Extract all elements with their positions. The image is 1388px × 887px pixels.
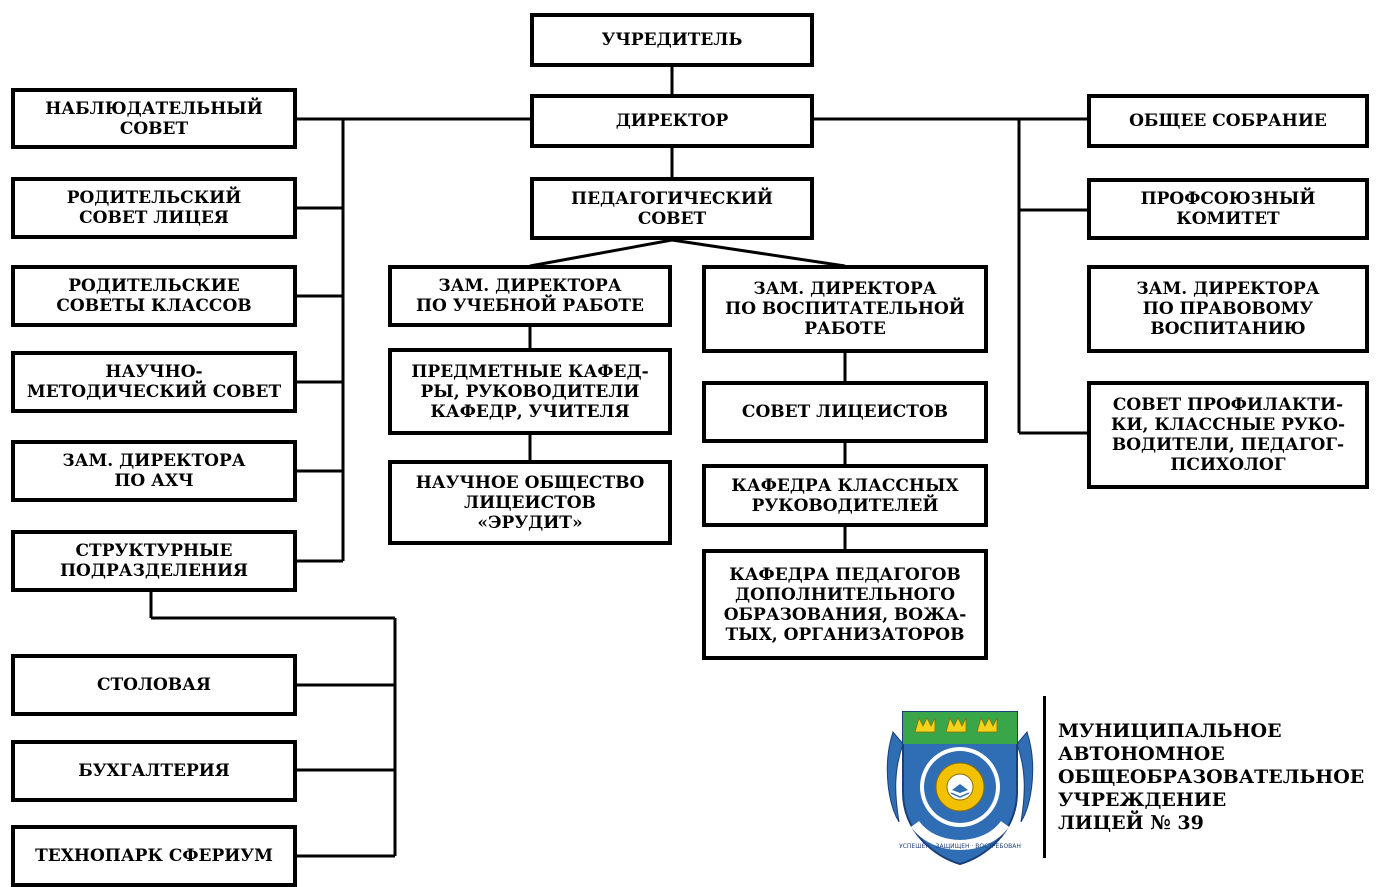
deputy-education-box: ЗАМ. ДИРЕКТОРА ПО УЧЕБНОЙ РАБОТЕ bbox=[388, 265, 672, 327]
director-box: ДИРЕКТОР bbox=[530, 94, 814, 148]
methodical-council-label: НАУЧНО- МЕТОДИЧЕСКИЙ СОВЕТ bbox=[26, 362, 282, 402]
founder-box: УЧРЕДИТЕЛЬ bbox=[530, 13, 814, 67]
subject-departments-box: ПРЕДМЕТНЫЕ КАФЕД- РЫ, РУКОВОДИТЕЛИ КАФЕД… bbox=[388, 348, 672, 435]
organization-name: МУНИЦИПАЛЬНОЕ АВТОНОМНОЕ ОБЩЕОБРАЗОВАТЕЛ… bbox=[1058, 720, 1365, 834]
ped-council-label: ПЕДАГОГИЧЕСКИЙ СОВЕТ bbox=[571, 188, 773, 229]
emblem-motto: УСПЕШЕН · ЗАЩИЩЕН · ВОСТРЕБОВАН bbox=[899, 843, 1021, 850]
prevention-council-label: СОВЕТ ПРОФИЛАКТИ- КИ, КЛАССНЫЕ РУКО- ВОД… bbox=[1110, 395, 1346, 475]
founder-label: УЧРЕДИТЕЛЬ bbox=[601, 30, 743, 50]
canteen-box: СТОЛОВАЯ bbox=[11, 654, 297, 716]
methodical-council-box: НАУЧНО- МЕТОДИЧЕСКИЙ СОВЕТ bbox=[11, 351, 297, 413]
technopark-box: ТЕХНОПАРК СФЕРИУМ bbox=[11, 825, 297, 887]
class-teachers-department-label: КАФЕДРА КЛАССНЫХ РУКОВОДИТЕЛЕЙ bbox=[731, 475, 959, 516]
director-label: ДИРЕКТОР bbox=[615, 111, 729, 131]
structural-units-box: СТРУКТУРНЫЕ ПОДРАЗДЕЛЕНИЯ bbox=[11, 530, 297, 592]
supervisory-council-label: НАБЛЮДАТЕЛЬНЫЙ СОВЕТ bbox=[45, 98, 263, 139]
parent-council-label: РОДИТЕЛЬСКИЙ СОВЕТ ЛИЦЕЯ bbox=[66, 188, 242, 228]
accounting-label: БУХГАЛТЕРИЯ bbox=[78, 761, 230, 781]
student-council-box: СОВЕТ ЛИЦЕИСТОВ bbox=[702, 381, 988, 443]
accounting-box: БУХГАЛТЕРИЯ bbox=[11, 740, 297, 802]
general-meeting-box: ОБЩЕЕ СОБРАНИЕ bbox=[1087, 94, 1369, 148]
deputy-ahch-label: ЗАМ. ДИРЕКТОРА ПО АХЧ bbox=[62, 451, 246, 491]
deputy-upbringing-label: ЗАМ. ДИРЕКТОРА ПО ВОСПИТАТЕЛЬНОЙ РАБОТЕ bbox=[725, 279, 965, 339]
emblem-divider bbox=[1043, 696, 1046, 858]
parent-class-councils-label: РОДИТЕЛЬСКИЕ СОВЕТЫ КЛАССОВ bbox=[56, 276, 252, 316]
deputy-education-label: ЗАМ. ДИРЕКТОРА ПО УЧЕБНОЙ РАБОТЕ bbox=[415, 276, 644, 316]
student-council-label: СОВЕТ ЛИЦЕИСТОВ bbox=[741, 402, 949, 422]
supervisory-council-box: НАБЛЮДАТЕЛЬНЫЙ СОВЕТ bbox=[11, 88, 297, 149]
prevention-council-box: СОВЕТ ПРОФИЛАКТИ- КИ, КЛАССНЫЕ РУКО- ВОД… bbox=[1087, 381, 1369, 489]
technopark-label: ТЕХНОПАРК СФЕРИУМ bbox=[35, 846, 273, 866]
scientific-society-label: НАУЧНОЕ ОБЩЕСТВО ЛИЦЕИСТОВ «ЭРУДИТ» bbox=[415, 472, 645, 533]
extra-education-department-label: КАФЕДРА ПЕДАГОГОВ ДОПОЛНИТЕЛЬНОГО ОБРАЗО… bbox=[723, 564, 967, 645]
structural-units-label: СТРУКТУРНЫЕ ПОДРАЗДЕЛЕНИЯ bbox=[59, 541, 249, 581]
subject-departments-label: ПРЕДМЕТНЫЕ КАФЕД- РЫ, РУКОВОДИТЕЛИ КАФЕД… bbox=[411, 361, 649, 422]
ped-council-box: ПЕДАГОГИЧЕСКИЙ СОВЕТ bbox=[530, 177, 814, 240]
deputy-legal-box: ЗАМ. ДИРЕКТОРА ПО ПРАВОВОМУ ВОСПИТАНИЮ bbox=[1087, 265, 1369, 353]
deputy-upbringing-box: ЗАМ. ДИРЕКТОРА ПО ВОСПИТАТЕЛЬНОЙ РАБОТЕ bbox=[702, 265, 988, 353]
parent-council-box: РОДИТЕЛЬСКИЙ СОВЕТ ЛИЦЕЯ bbox=[11, 177, 297, 239]
canteen-label: СТОЛОВАЯ bbox=[96, 675, 212, 695]
trade-union-box: ПРОФСОЮЗНЫЙ КОМИТЕТ bbox=[1087, 178, 1369, 240]
lyceum-coat-of-arms-icon: УСПЕШЕН · ЗАЩИЩЕН · ВОСТРЕБОВАН bbox=[886, 711, 1034, 866]
class-teachers-department-box: КАФЕДРА КЛАССНЫХ РУКОВОДИТЕЛЕЙ bbox=[702, 464, 988, 527]
deputy-ahch-box: ЗАМ. ДИРЕКТОРА ПО АХЧ bbox=[11, 440, 297, 502]
scientific-society-box: НАУЧНОЕ ОБЩЕСТВО ЛИЦЕИСТОВ «ЭРУДИТ» bbox=[388, 460, 672, 545]
parent-class-councils-box: РОДИТЕЛЬСКИЕ СОВЕТЫ КЛАССОВ bbox=[11, 265, 297, 327]
deputy-legal-label: ЗАМ. ДИРЕКТОРА ПО ПРАВОВОМУ ВОСПИТАНИЮ bbox=[1136, 279, 1320, 339]
general-meeting-label: ОБЩЕЕ СОБРАНИЕ bbox=[1129, 111, 1327, 131]
trade-union-label: ПРОФСОЮЗНЫЙ КОМИТЕТ bbox=[1140, 189, 1316, 229]
extra-education-department-box: КАФЕДРА ПЕДАГОГОВ ДОПОЛНИТЕЛЬНОГО ОБРАЗО… bbox=[702, 549, 988, 660]
